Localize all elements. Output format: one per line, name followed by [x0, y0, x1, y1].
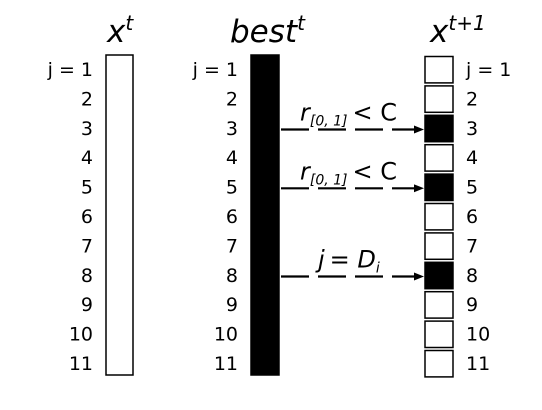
title-x-t1-sup: t+1 — [448, 11, 485, 35]
title-x-t-sup: t — [125, 11, 134, 35]
row-label-middle-10: 10 — [214, 324, 238, 346]
row-label-right-2: 2 — [466, 88, 478, 110]
cell-x-t1-8 — [424, 261, 454, 290]
arrow-label-row-5: r[0, 1] < C — [300, 157, 397, 188]
cell-x-t1-9 — [424, 290, 454, 319]
arrow-operator: = D — [330, 246, 376, 274]
right-row-labels: j = 1 2 3 4 5 6 7 8 9 10 11 — [465, 59, 511, 375]
row-label-left-4: 4 — [81, 147, 93, 169]
row-label-left-2: 2 — [81, 88, 93, 110]
crossover-arrows: r[0, 1]< Cr[0, 1]< Cj= Di — [281, 99, 424, 281]
cell-x-t1-7 — [424, 232, 454, 261]
arrow-var: r — [300, 157, 312, 185]
arrow-var: j — [315, 246, 325, 274]
row-label-left-6: 6 — [81, 206, 93, 228]
row-label-middle-2: 2 — [226, 88, 238, 110]
middle-row-labels: j = 1 2 3 4 5 6 7 8 9 10 11 — [192, 59, 238, 375]
row-label-left-7: 7 — [81, 235, 93, 257]
arrow-operator-subscript: i — [376, 261, 380, 277]
title-best-t-base: best — [230, 14, 299, 50]
arrow-label-row-3: r[0, 1] < C — [300, 99, 397, 130]
cell-x-t1-10 — [424, 320, 454, 349]
arrow-var: r — [300, 99, 312, 127]
row-label-middle-7: 7 — [226, 235, 238, 257]
title-x-t-base: x — [106, 14, 126, 50]
row-label-right-10: 10 — [466, 324, 490, 346]
title-x-t: xt — [106, 11, 134, 50]
row-label-left-11: 11 — [69, 353, 93, 375]
row-label-right-11: 11 — [466, 353, 490, 375]
row-label-left-1: j = 1 — [47, 59, 93, 81]
arrow-subscript: [0, 1] — [310, 114, 348, 130]
arrow-label-row-8: j= Di — [315, 246, 380, 277]
left-row-labels: j = 1 2 3 4 5 6 7 8 9 10 11 — [47, 59, 93, 375]
title-x-t1: xt+1 — [429, 11, 486, 50]
row-label-middle-4: 4 — [226, 147, 238, 169]
vector-best-t — [250, 54, 280, 376]
row-label-right-7: 7 — [466, 235, 478, 257]
row-label-right-1: j = 1 — [465, 59, 511, 81]
row-label-right-4: 4 — [466, 147, 478, 169]
row-label-right-5: 5 — [466, 177, 478, 199]
row-label-middle-3: 3 — [226, 118, 238, 140]
row-label-middle-6: 6 — [226, 206, 238, 228]
row-label-right-9: 9 — [466, 294, 478, 316]
row-label-right-6: 6 — [466, 206, 478, 228]
title-best-t: bestt — [230, 11, 306, 50]
row-label-middle-11: 11 — [214, 353, 238, 375]
row-label-left-3: 3 — [81, 118, 93, 140]
cell-x-t1-3 — [424, 114, 454, 143]
row-label-right-8: 8 — [466, 265, 478, 287]
cell-x-t1-6 — [424, 202, 454, 231]
title-x-t1-base: x — [429, 14, 449, 50]
row-label-middle-5: 5 — [226, 177, 238, 199]
row-label-middle-8: 8 — [226, 265, 238, 287]
title-best-t-sup: t — [297, 11, 306, 35]
cell-x-t1-5 — [424, 173, 454, 202]
row-label-left-9: 9 — [81, 294, 93, 316]
row-label-left-8: 8 — [81, 265, 93, 287]
cell-x-t1-4 — [424, 143, 454, 172]
row-label-middle-9: 9 — [226, 294, 238, 316]
row-label-middle-1: j = 1 — [192, 59, 238, 81]
row-label-right-3: 3 — [466, 118, 478, 140]
cell-x-t1-2 — [424, 85, 454, 114]
arrow-operator: < C — [353, 99, 398, 127]
vector-x-t — [105, 54, 134, 376]
arrow-operator: < C — [353, 157, 398, 185]
cell-x-t1-1 — [424, 55, 454, 84]
row-label-left-5: 5 — [81, 177, 93, 199]
arrow-subscript: [0, 1] — [310, 172, 348, 188]
row-label-left-10: 10 — [69, 324, 93, 346]
vector-x-t1 — [424, 55, 454, 378]
cell-x-t1-11 — [424, 349, 454, 378]
